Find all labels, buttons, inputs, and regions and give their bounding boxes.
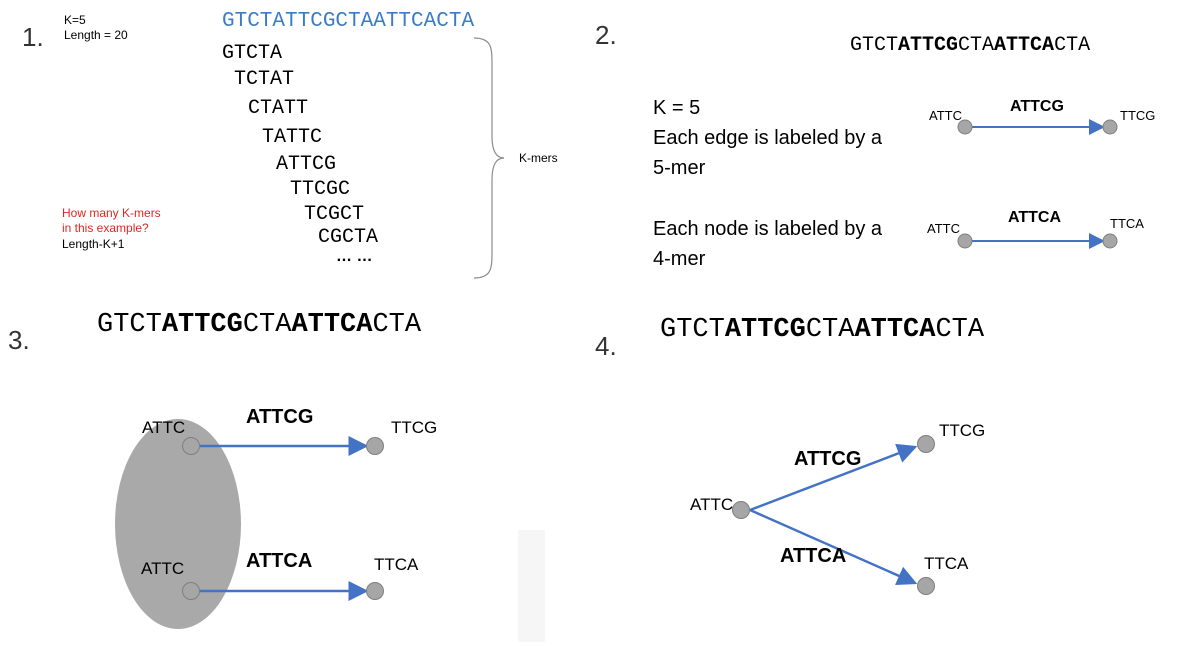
answer-text: Length-K+1 (62, 237, 125, 251)
seq-part: CTA (372, 310, 422, 340)
panel4-graph: ATTC ATTCG TTCG ATTCA TTCA (690, 421, 985, 595)
node-text-line-2: 4-mer (653, 248, 706, 270)
k-value-label: K=5 (64, 13, 86, 27)
kmer-item: CTATT (248, 97, 309, 120)
edge-label: ATTCG (246, 406, 313, 428)
edge-arrow (749, 508, 918, 586)
kmer-item: TCGCT (304, 203, 365, 226)
seq-part: CTA (242, 310, 292, 340)
node-label: TTCG (939, 421, 985, 440)
node-label: TTCG (391, 418, 437, 437)
seq-kmer-highlight: ATTCA (994, 34, 1055, 57)
kmer-item: TCTAT (234, 68, 295, 91)
panel-number: 3. (8, 325, 30, 355)
graph-node (957, 119, 973, 135)
graph-node (957, 233, 973, 249)
graph-node (1102, 233, 1118, 249)
seq-part: CTA (805, 315, 855, 345)
seq-kmer-highlight: ATTCG (161, 310, 243, 340)
graph-node (917, 577, 935, 595)
kmers-brace-icon (473, 37, 505, 279)
brace-label: K-mers (519, 151, 558, 165)
length-label: Length = 20 (64, 28, 128, 42)
node-label: TTCG (1120, 108, 1155, 123)
edge-arrow (749, 443, 918, 512)
dna-sequence: GTCTATTCGCTAATTCACTA (850, 36, 1090, 56)
seq-part: CTA (1054, 34, 1091, 57)
kmer-item: GTCTA (222, 42, 283, 65)
graph-node (182, 582, 200, 600)
background-fade (518, 530, 545, 642)
panel-number: 4. (595, 331, 617, 361)
node-label: TTCA (374, 555, 419, 574)
edge-label: ATTCG (1010, 100, 1064, 115)
edge-label: ATTCA (246, 550, 312, 572)
question-line-1: How many K-mers (62, 206, 161, 220)
kmer-item: TATTC (262, 126, 323, 149)
edge-label: ATTCG (794, 448, 861, 470)
graph-node (917, 435, 935, 453)
seq-part: GTCT (97, 310, 162, 340)
seq-part: GTCT (850, 34, 899, 57)
seq-kmer-highlight: ATTCG (724, 315, 806, 345)
graph-node (1102, 119, 1118, 135)
kmer-item: ATTCG (276, 153, 337, 176)
seq-part: CTA (958, 34, 995, 57)
question-line-2: in this example? (62, 221, 149, 235)
k-text: K = 5 (653, 97, 701, 119)
node-label: ATTC (141, 559, 184, 578)
seq-part: GTCT (660, 315, 725, 345)
seq-kmer-highlight: ATTCA (854, 315, 936, 345)
node-label: ATTC (690, 495, 733, 514)
kmer-item: TTCGC (290, 178, 351, 201)
seq-part: CTA (935, 315, 985, 345)
node-text-line-1: Each node is labeled by a (653, 218, 883, 240)
graph-node (366, 582, 384, 600)
dna-sequence: GTCTATTCGCTAATTCACTA (97, 312, 421, 339)
node-label: TTCA (1110, 216, 1144, 231)
dna-sequence: GTCTATTCGCTAATTCACTA (222, 10, 475, 33)
panel3-graph: ATTC ATTCG TTCG ATTC ATTCA TTCA (115, 406, 545, 642)
seq-kmer-highlight: ATTCG (898, 34, 959, 57)
edge-text-line-1: Each edge is labeled by a (653, 127, 883, 149)
node-label: TTCA (924, 554, 969, 573)
dna-sequence: GTCTATTCGCTAATTCACTA (660, 317, 984, 344)
node-label: ATTC (142, 418, 185, 437)
graph-node (366, 437, 384, 455)
seq-kmer-highlight: ATTCA (291, 310, 373, 340)
merged-node-ellipse (115, 419, 241, 629)
edge-label: ATTCA (1008, 209, 1061, 226)
node-label: ATTC (927, 221, 960, 236)
panel-number: 1. (22, 22, 44, 52)
panel2-graph: ATTC ATTCG TTCG ATTC ATTCA TTCA (927, 100, 1155, 249)
graph-node (182, 437, 200, 455)
kmer-item: CGCTA (318, 226, 379, 249)
panel-number: 2. (595, 20, 617, 50)
node-label: ATTC (929, 108, 962, 123)
edge-label: ATTCA (780, 545, 846, 567)
graph-node (732, 501, 750, 519)
kmer-ellipsis: … … (336, 248, 373, 265)
edge-text-line-2: 5-mer (653, 157, 706, 179)
